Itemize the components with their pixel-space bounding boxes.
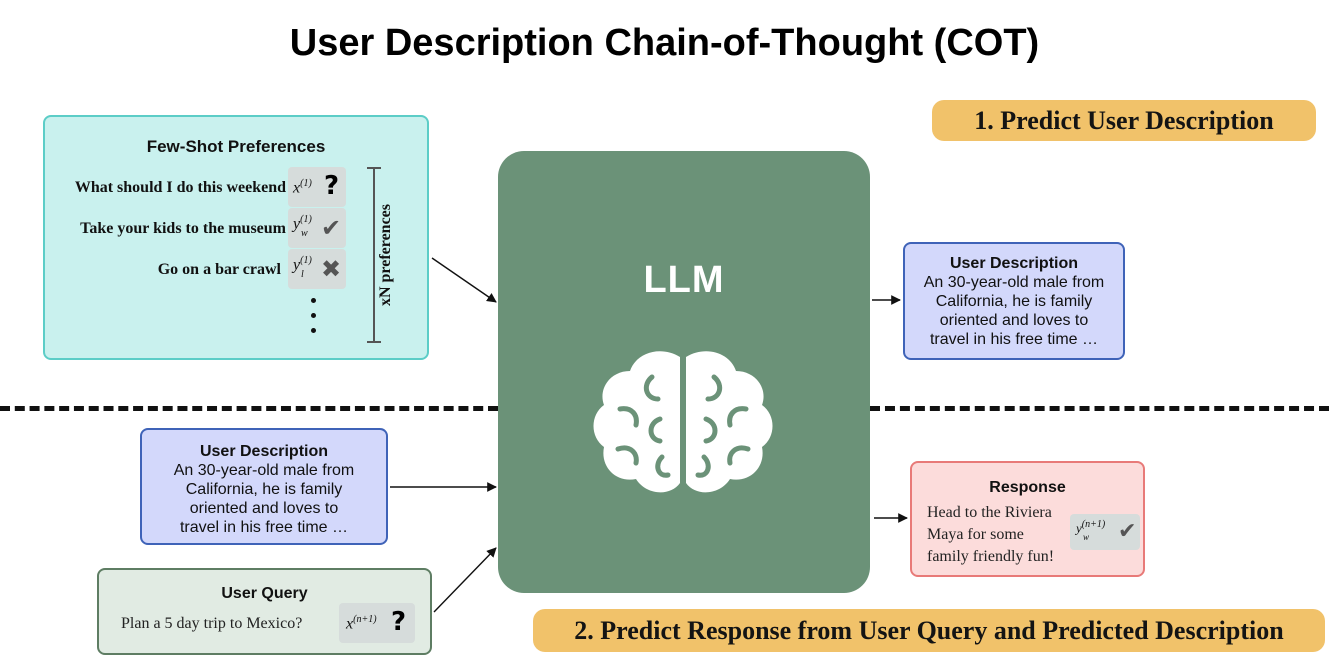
preference-variable-chip: x(1) ? bbox=[288, 167, 346, 207]
arrow-query-to-llm bbox=[433, 547, 497, 613]
variable-superscript: (1) bbox=[300, 255, 312, 266]
ellipsis-dot bbox=[311, 328, 316, 333]
preferences-bracket-bottom bbox=[367, 341, 381, 343]
query-variable-chip: x(n+1) ? bbox=[339, 603, 415, 643]
user-description-line: An 30-year-old male from bbox=[173, 462, 355, 479]
user-description-line: California, he is family bbox=[185, 481, 343, 498]
variable-superscript: (n+1) bbox=[1081, 519, 1106, 530]
user-description-line: An 30-year-old male from bbox=[923, 274, 1105, 291]
separator-right bbox=[870, 406, 1329, 411]
brain-icon bbox=[593, 351, 773, 493]
variable-symbol: x bbox=[293, 179, 301, 197]
few-shot-preferences-box: Few-Shot Preferences What should I do th… bbox=[43, 115, 429, 360]
variable-superscript: (n+1) bbox=[353, 614, 377, 625]
variable-symbol: y bbox=[1076, 520, 1082, 536]
preference-variable-chip: y(1) w ✔ bbox=[288, 208, 346, 248]
preference-item-text: Take your kids to the museum bbox=[80, 220, 286, 237]
user-query-box: User Query Plan a 5 day trip to Mexico? … bbox=[97, 568, 432, 655]
user-description-line: travel in his free time … bbox=[929, 331, 1099, 348]
user-description-title: User Description bbox=[199, 443, 329, 460]
question-mark-icon: ? bbox=[391, 607, 407, 637]
variable-symbol: y bbox=[293, 256, 301, 274]
step-2-label: 2. Predict Response from User Query and … bbox=[533, 609, 1325, 652]
user-description-line: oriented and loves to bbox=[189, 500, 339, 517]
diagram-title: User Description Chain-of-Thought (COT) bbox=[289, 22, 1040, 64]
response-line: family friendly fun! bbox=[927, 548, 1055, 565]
response-title: Response bbox=[989, 479, 1066, 496]
user-description-title: User Description bbox=[949, 255, 1079, 272]
user-query-title: User Query bbox=[221, 585, 308, 602]
variable-subscript: l bbox=[301, 269, 304, 280]
user-description-line: oriented and loves to bbox=[939, 312, 1089, 329]
variable-superscript: (1) bbox=[300, 178, 312, 189]
user-description-output-box: User Description An 30-year-old male fro… bbox=[903, 242, 1125, 360]
ellipsis-dot bbox=[311, 298, 316, 303]
user-query-text: Plan a 5 day trip to Mexico? bbox=[121, 615, 303, 632]
preferences-bracket-top bbox=[367, 167, 381, 169]
step-1-label: 1. Predict User Description bbox=[932, 100, 1316, 141]
check-mark-icon: ✔ bbox=[1118, 519, 1137, 544]
preference-item-text: Go on a bar crawl bbox=[157, 261, 281, 278]
separator-left bbox=[0, 406, 498, 411]
response-line: Head to the Riviera bbox=[927, 504, 1052, 521]
variable-superscript: (1) bbox=[300, 214, 312, 225]
preference-item-text: What should I do this weekend bbox=[74, 179, 286, 196]
variable-subscript: w bbox=[301, 228, 308, 239]
preference-variable-chip: y(1) l ✖ bbox=[288, 249, 346, 289]
few-shot-title: Few-Shot Preferences bbox=[146, 137, 326, 156]
x-mark-icon: ✖ bbox=[321, 255, 342, 283]
user-description-line: California, he is family bbox=[935, 293, 1093, 310]
user-description-line: travel in his free time … bbox=[179, 519, 349, 536]
response-text: Head to the Riviera Maya for some family… bbox=[927, 502, 1054, 568]
check-mark-icon: ✔ bbox=[321, 214, 342, 242]
question-mark-icon: ? bbox=[324, 171, 340, 201]
variable-symbol: x bbox=[346, 615, 354, 633]
llm-label: LLM bbox=[643, 259, 725, 301]
variable-subscript: w bbox=[1083, 532, 1090, 542]
response-box: Response Head to the Riviera Maya for so… bbox=[910, 461, 1145, 577]
ellipsis-dot bbox=[311, 313, 316, 318]
arrow-few-shot-to-llm bbox=[431, 257, 497, 303]
response-variable-chip: y(n+1) w ✔ bbox=[1070, 514, 1140, 550]
llm-block: LLM bbox=[498, 151, 870, 593]
preferences-bracket bbox=[373, 167, 375, 343]
variable-symbol: y bbox=[293, 215, 301, 233]
response-line: Maya for some bbox=[927, 526, 1024, 543]
user-description-input-box: User Description An 30-year-old male fro… bbox=[140, 428, 388, 545]
